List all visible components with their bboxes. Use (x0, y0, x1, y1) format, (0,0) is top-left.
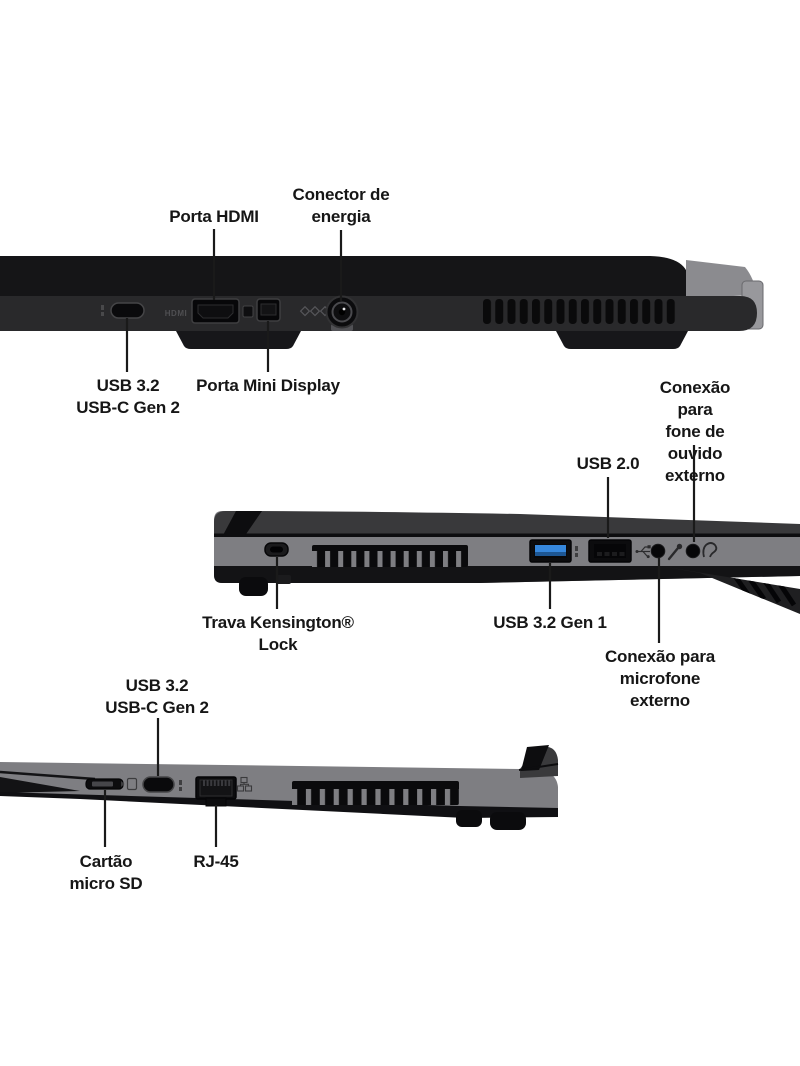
front-lip-seam (0, 770, 96, 781)
power-connector (325, 295, 359, 331)
label-cartao-microsd: Cartão micro SD (69, 852, 143, 893)
rubber-foot (490, 812, 526, 830)
usb-c-port (110, 302, 145, 319)
rubber-foot (239, 577, 268, 596)
rubber-foot (556, 331, 688, 349)
label-usb32gen1: USB 3.2 Gen 1 (493, 613, 607, 632)
vent-grille-teeth (292, 789, 459, 805)
sd-card-icon (121, 777, 138, 791)
label-usbc-back: USB 3.2 USB-C Gen 2 (76, 376, 180, 417)
mini-displayport (256, 298, 281, 322)
superspeed-icon (575, 553, 578, 557)
rubber-foot (176, 331, 301, 349)
laptop-lid-edge (214, 511, 800, 537)
back-view: HDMI (0, 229, 764, 372)
microphone-jack (650, 543, 666, 559)
rj45-port (195, 776, 237, 807)
rubber-foot (276, 575, 291, 584)
headphone-icon (702, 542, 718, 558)
kensington-lock-slot (264, 542, 289, 557)
label-conector-energia: Conector de energia (292, 185, 390, 226)
right-side-view (214, 445, 800, 643)
superspeed-icon (101, 305, 104, 310)
vent-grille-teeth (312, 551, 468, 567)
headphone-jack (685, 543, 701, 559)
left-side-view (0, 718, 559, 847)
lid-notch (521, 745, 549, 771)
label-porta-hdmi: Porta HDMI (169, 207, 259, 226)
label-mini-display: Porta Mini Display (196, 376, 340, 395)
usb2-port (588, 539, 632, 563)
microphone-icon (667, 543, 683, 561)
label-fone-ouvido: Conexão para fone de ouvido externo (659, 378, 731, 485)
hdmi-port (191, 298, 240, 324)
bottom-edge (214, 566, 800, 583)
lid-notch (222, 511, 262, 537)
superspeed-icon (179, 780, 182, 785)
superspeed-icon (101, 312, 104, 316)
label-microfone: Conexão para microfone externo (604, 647, 716, 710)
front-lip (0, 777, 80, 793)
rubber-foot (456, 810, 482, 827)
superspeed-icon (575, 546, 578, 551)
usb-c-port (142, 776, 175, 793)
label-rj45: RJ-45 (193, 852, 239, 871)
lid-seam (518, 763, 559, 771)
label-kensington: Trava Kensington® Lock (202, 613, 354, 654)
bottom-edge (0, 792, 558, 818)
lid-seam (214, 533, 800, 537)
laptop-lid-edge (0, 256, 689, 299)
ethernet-icon (236, 776, 253, 792)
indicator-slot (242, 305, 254, 318)
hdmi-marking: HDMI (165, 309, 187, 318)
hinge-wedge (686, 260, 757, 298)
micro-sd-slot (85, 778, 124, 790)
superspeed-icon (179, 787, 182, 791)
usb3-port (529, 539, 572, 563)
usb-icon (635, 545, 651, 559)
vent-grille (483, 299, 679, 324)
label-usbc-left: USB 3.2 USB-C Gen 2 (105, 676, 209, 717)
label-usb20: USB 2.0 (576, 454, 640, 473)
